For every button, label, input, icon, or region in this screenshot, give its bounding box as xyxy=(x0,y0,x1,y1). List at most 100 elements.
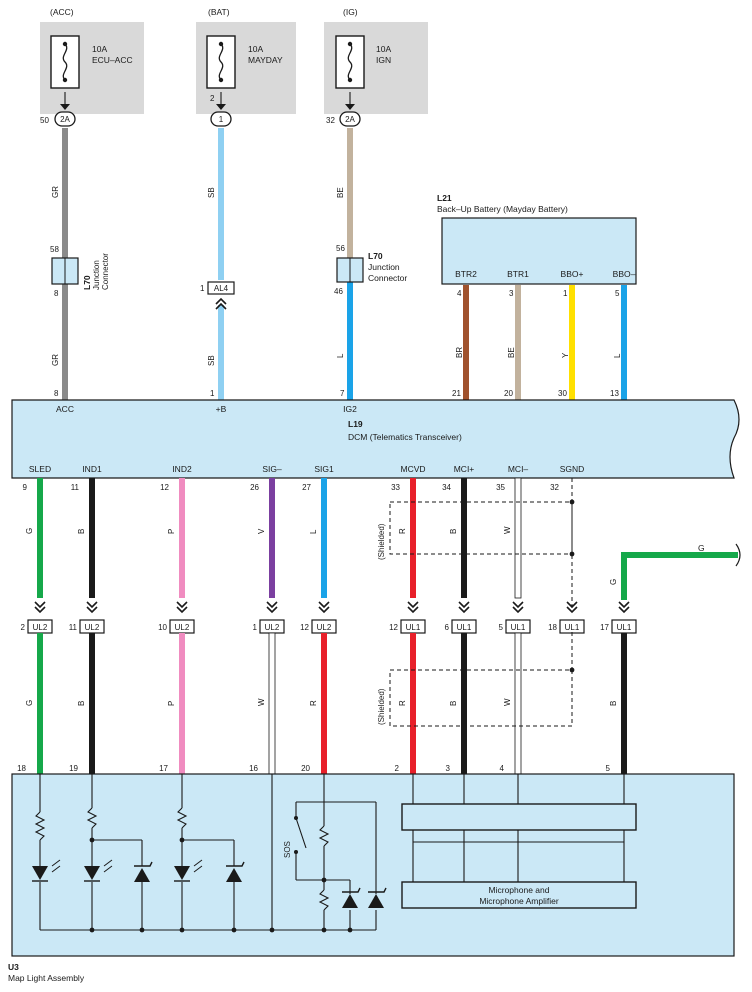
battery-terminal-label: BBO+ xyxy=(561,269,584,279)
mic-label: Microphone and xyxy=(489,885,550,895)
pin-label: 21 xyxy=(452,389,461,398)
sos-switch-label: SOS xyxy=(283,841,292,858)
wire-y xyxy=(569,285,575,400)
source-ig-header: (IG) xyxy=(343,7,358,17)
pin-label: 17 xyxy=(159,764,168,773)
chevron-down-icon xyxy=(407,601,419,614)
wire-color-label: B xyxy=(77,529,86,534)
chevron-down-icon xyxy=(176,601,188,614)
wire-sb-lower xyxy=(218,305,224,400)
pin-label: 7 xyxy=(340,389,345,398)
fuse-icon xyxy=(206,35,236,89)
dcm-pin-label: SIG– xyxy=(262,464,282,474)
wire-g xyxy=(37,633,43,774)
fuse-icon xyxy=(50,35,80,89)
pin-label: 12 xyxy=(160,483,169,492)
wire-color-label: W xyxy=(503,526,512,534)
wire-b xyxy=(89,478,95,598)
wire-sb xyxy=(218,128,224,280)
wire-br xyxy=(463,285,469,400)
fuse-name-acc: ECU–ACC xyxy=(92,55,133,65)
junction-connector-right: 56 46 L70 Junction Connector xyxy=(334,244,407,296)
internal-circuit xyxy=(34,774,625,931)
pin-label: 3 xyxy=(446,764,451,773)
battery-name: Back–Up Battery (Mayday Battery) xyxy=(437,204,568,214)
wire-be xyxy=(515,285,521,400)
shielded-label: (Shielded) xyxy=(377,523,386,560)
fuse-amp-ig: 10A xyxy=(376,44,391,54)
pin-label: 26 xyxy=(250,483,259,492)
pin-label: 1 xyxy=(563,289,568,298)
wire-w xyxy=(268,632,276,775)
source-acc: (ACC) 10A ECU–ACC xyxy=(40,7,144,114)
amp-box-upper xyxy=(401,803,637,831)
wire-color-label: L xyxy=(613,353,622,358)
pin-label: 8 xyxy=(54,289,59,298)
connector-label: UL1 xyxy=(617,623,632,632)
pin-label: 5 xyxy=(499,623,504,632)
chevron-down-icon xyxy=(34,601,46,614)
pin-label: 16 xyxy=(249,764,258,773)
connector-label: UL2 xyxy=(85,623,100,632)
connector-label: UL2 xyxy=(175,623,190,632)
conn-al4: AL4 xyxy=(214,284,229,293)
pin-label: 12 xyxy=(389,623,398,632)
shielded-label: (Shielded) xyxy=(377,688,386,725)
pin-label: 58 xyxy=(50,245,59,254)
wire-l xyxy=(621,285,627,400)
wire-be xyxy=(347,128,353,262)
zener-icon xyxy=(226,861,245,882)
pin-label: 19 xyxy=(69,764,78,773)
pin-label: 1 xyxy=(210,389,215,398)
pin-label: 5 xyxy=(615,289,620,298)
source-acc-header: (ACC) xyxy=(50,7,74,17)
dcm-pin-label: IND2 xyxy=(172,464,192,474)
junction-name: Junction xyxy=(92,260,101,290)
wire-color-label: W xyxy=(503,698,512,706)
led-icon xyxy=(32,859,61,882)
wire-r xyxy=(410,478,416,598)
wire-w xyxy=(514,477,522,599)
connector-label: UL2 xyxy=(265,623,280,632)
wire-color-label: W xyxy=(257,698,266,706)
pin-label: 18 xyxy=(17,764,26,773)
wire-color-label: P xyxy=(167,701,176,706)
map-light-name: Map Light Assembly xyxy=(8,973,85,983)
wire-v xyxy=(269,478,275,598)
wire-color-label: GR xyxy=(51,186,60,198)
junction-dots xyxy=(89,816,353,933)
battery-code: L21 xyxy=(437,193,452,203)
chevron-down-icon xyxy=(86,601,98,614)
junction-name: Connector xyxy=(368,273,407,283)
wire-color-label: B xyxy=(77,701,86,706)
pin-label: 27 xyxy=(302,483,311,492)
wire-color-label: G xyxy=(609,579,618,585)
connector-al4: AL4 1 xyxy=(200,281,235,310)
dcm-pin-label: MCI+ xyxy=(454,464,475,474)
pin-label: 6 xyxy=(445,623,450,632)
map-light-assembly: U3 Map Light Assembly xyxy=(8,773,735,983)
map-light-code: U3 xyxy=(8,962,19,972)
fuse-name-ig: IGN xyxy=(376,55,391,65)
wire-r xyxy=(410,633,416,774)
connector-oval xyxy=(339,111,361,127)
wire-p xyxy=(179,478,185,598)
junction-code: L70 xyxy=(82,275,92,290)
pin-label: 2 xyxy=(21,623,26,632)
wire-b xyxy=(621,633,627,774)
zener-icon xyxy=(342,887,361,908)
pin-label: 12 xyxy=(300,623,309,632)
wire-r xyxy=(321,633,327,774)
chevron-down-icon xyxy=(318,601,330,614)
pin-label: 35 xyxy=(496,483,505,492)
dcm-pin-label: MCVD xyxy=(400,464,425,474)
pin-ig: 32 xyxy=(326,116,335,125)
zener-icon xyxy=(368,887,387,908)
pin-label: 13 xyxy=(610,389,619,398)
dcm-pin-label: IND1 xyxy=(82,464,102,474)
dcm-pin-label: SLED xyxy=(29,464,51,474)
backup-battery: L21 Back–Up Battery (Mayday Battery) BTR… xyxy=(437,193,637,414)
pin-al4: 1 xyxy=(200,284,205,293)
junction-name: Connector xyxy=(101,253,110,290)
